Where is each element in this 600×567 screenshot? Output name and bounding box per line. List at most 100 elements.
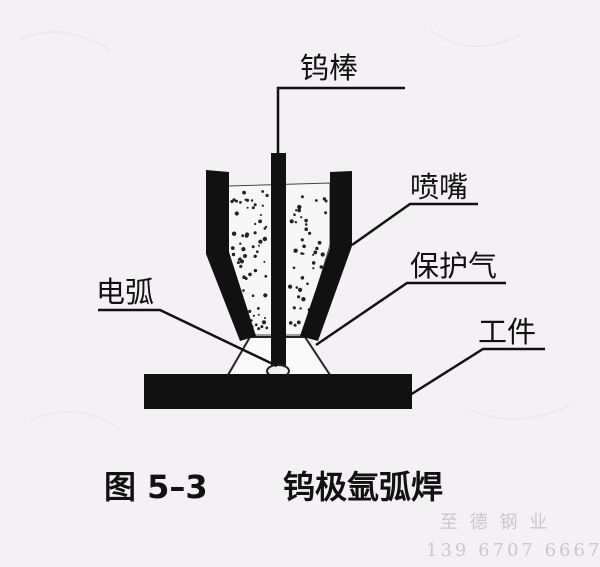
gas-particle: [289, 219, 294, 224]
gas-particle: [295, 286, 299, 289]
gas-particle: [248, 272, 252, 277]
label-nozzle: 喷嘴: [410, 170, 468, 204]
gas-particle: [292, 266, 296, 270]
gas-particle: [297, 295, 301, 299]
gas-particle: [257, 327, 261, 331]
gas-particle: [253, 268, 258, 273]
gas-particle: [293, 323, 297, 327]
gas-particle: [265, 326, 269, 330]
gas-particle: [244, 198, 247, 201]
gas-particle: [299, 307, 302, 310]
gas-particle: [242, 289, 245, 292]
gas-particle: [304, 218, 308, 223]
nozzle-left-wall: [206, 170, 256, 341]
gas-particle: [242, 275, 246, 280]
gas-particle: [315, 199, 318, 202]
gas-particle: [231, 252, 236, 257]
gas-particle: [235, 199, 238, 203]
gas-particle: [300, 195, 304, 199]
gas-particle: [250, 199, 254, 202]
gas-particle: [243, 254, 247, 258]
gas-particle: [239, 201, 242, 204]
gas-particle: [296, 320, 301, 325]
gas-particle: [300, 276, 305, 280]
gas-particle: [264, 274, 268, 278]
gas-particle: [308, 231, 312, 235]
gas-particle: [251, 206, 255, 210]
gas-particle: [257, 307, 260, 310]
gas-particle: [298, 287, 303, 292]
watermark-phone: 139 6707 6667: [426, 540, 600, 561]
gas-particle: [236, 261, 240, 265]
gas-particle: [231, 231, 237, 236]
gas-particle: [320, 252, 325, 257]
gas-particle: [304, 223, 308, 226]
gas-particle: [253, 203, 257, 207]
gas-particle: [312, 253, 315, 256]
gas-particle: [259, 214, 262, 216]
gas-particle: [297, 204, 302, 210]
gas-particle: [288, 284, 293, 289]
tungsten-rod: [271, 153, 286, 371]
gas-particle: [302, 252, 305, 255]
gas-particle: [257, 313, 260, 316]
gas-particle: [245, 232, 250, 237]
watermark-company: 至 德 钢 业: [440, 512, 550, 533]
gas-particle: [306, 282, 309, 286]
gas-particle: [312, 267, 315, 270]
gas-particle: [302, 244, 306, 249]
gas-particle: [300, 216, 303, 219]
gas-particle: [253, 231, 257, 235]
gas-particle: [255, 250, 259, 253]
gas-particle: [295, 209, 298, 212]
workpiece-plate: [144, 374, 412, 409]
gas-particle: [254, 222, 257, 226]
gas-particle: [251, 294, 255, 298]
gas-particle: [264, 317, 266, 319]
gas-particle: [261, 190, 265, 193]
gas-particle: [301, 297, 306, 302]
gas-particle: [239, 259, 244, 264]
gas-particle: [252, 314, 255, 317]
gas-particle: [265, 193, 269, 198]
gas-particle: [293, 248, 298, 253]
gas-particle: [241, 234, 245, 238]
gas-particle: [319, 265, 324, 269]
gas-particle: [258, 244, 260, 247]
label-arc: 电弧: [96, 275, 154, 309]
leader-shielding-gas: [315, 281, 506, 347]
label-tungsten-rod: 钨棒: [300, 51, 358, 85]
gas-particle: [294, 220, 297, 224]
leader-nozzle: [351, 202, 478, 247]
leader-lines: [98, 86, 545, 397]
label-shielding-gas: 保护气: [410, 249, 497, 283]
gas-particle: [241, 247, 246, 252]
gas-particle: [262, 236, 268, 242]
gas-particle: [254, 323, 258, 327]
gas-particle: [304, 227, 309, 231]
gas-particle: [315, 246, 319, 251]
gas-particle: [246, 206, 249, 209]
figure-title: 钨极氩弧焊: [283, 468, 443, 506]
nozzle-right-wall: [300, 171, 352, 341]
gas-particle: [239, 264, 243, 268]
gas-particle: [324, 211, 328, 215]
figure-number: 图 5–3: [104, 468, 208, 506]
gas-particle: [311, 261, 316, 265]
leader-arc: [98, 308, 278, 368]
gas-particle: [322, 197, 327, 201]
leader-workpiece: [409, 347, 545, 397]
gas-particle: [297, 208, 302, 213]
gas-particle: [230, 199, 234, 204]
gas-particle: [253, 254, 257, 258]
gas-particle: [238, 257, 242, 261]
gas-particle: [242, 190, 247, 195]
gas-particle: [239, 242, 242, 245]
gas-particle: [261, 204, 264, 207]
gas-particle: [234, 211, 239, 216]
gas-particle: [260, 325, 264, 329]
gas-particle: [263, 260, 266, 263]
gas-particle: [261, 320, 267, 325]
gas-particle: [313, 250, 318, 255]
